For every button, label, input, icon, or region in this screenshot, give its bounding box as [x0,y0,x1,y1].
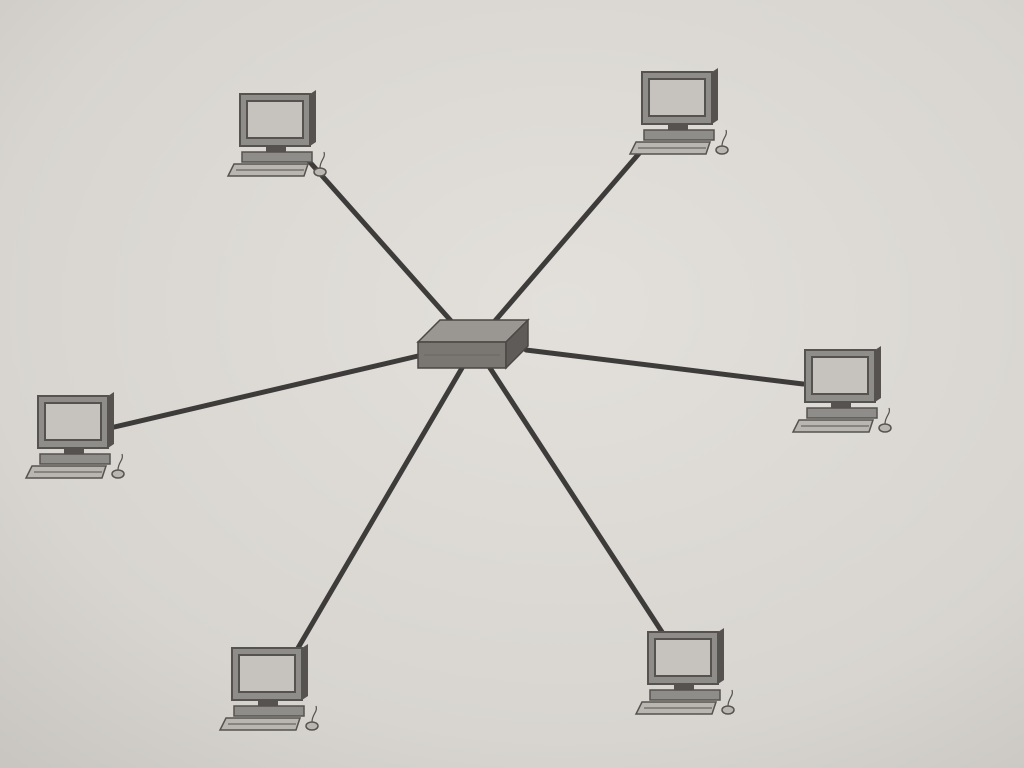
mouse [721,705,735,715]
desktop-computer-icon [24,392,125,479]
desktop-computer-icon [628,68,729,155]
monitor-screen [648,78,706,117]
cable-bottom-left [295,365,465,651]
monitor-screen [654,638,712,677]
cables [107,147,806,651]
desktop-computer-icon [218,644,319,731]
desktop-computer-icon [791,346,892,433]
desktop-computer-icon [634,628,735,715]
monitor-screen [44,402,102,441]
mouse [305,721,319,731]
hub-side-face [505,318,529,370]
cable-top-left [305,157,455,325]
mouse [715,145,729,155]
cable-top-right [491,147,645,325]
network-hub-icon [416,318,530,370]
monitor-screen [811,356,869,395]
cable-left [107,353,421,431]
mouse [878,423,892,433]
desktop-computer-icon [226,90,327,177]
monitor-screen [238,654,296,693]
mouse [313,167,327,177]
cable-bottom-right [487,365,665,635]
monitor-screen [246,100,304,139]
mouse [111,469,125,479]
cable-right [523,347,806,387]
computers [24,68,892,731]
